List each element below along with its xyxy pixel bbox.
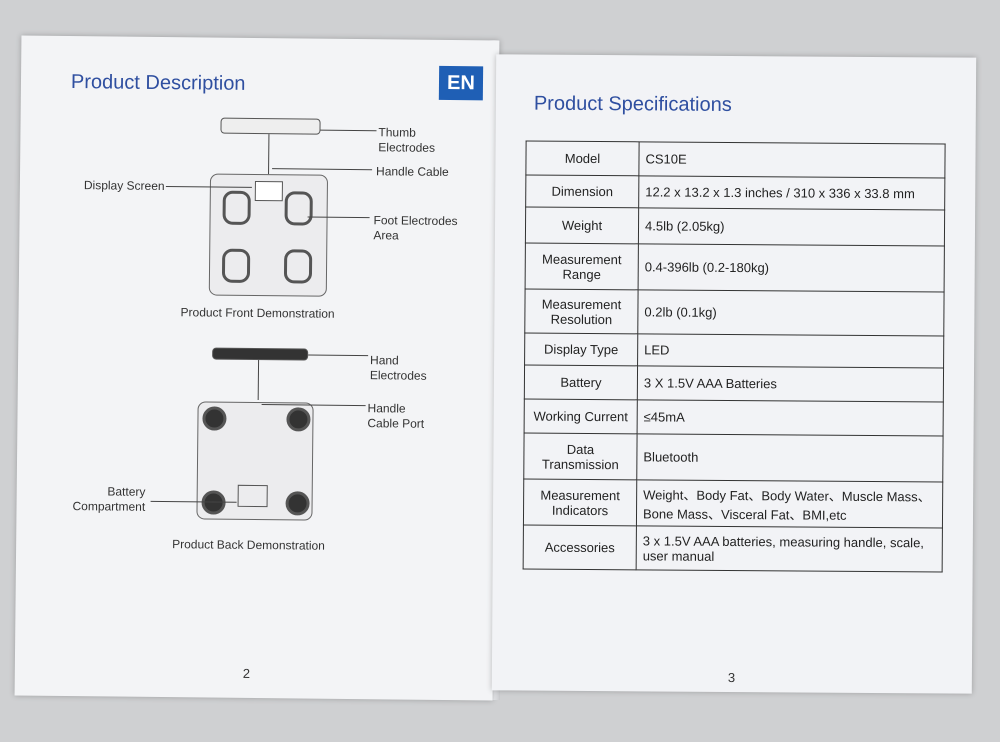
thumb-electrodes-label: Thumb Electrodes <box>378 125 436 155</box>
spec-key: Working Current <box>524 399 638 434</box>
spec-key: Model <box>525 141 640 176</box>
spec-value: 12.2 x 13.2 x 1.3 inches / 310 x 336 x 3… <box>638 175 945 210</box>
language-badge: EN <box>438 65 484 101</box>
back-caption: Product Back Demonstration <box>172 537 325 553</box>
spec-value: CS10E <box>638 141 946 178</box>
spec-key: Dimension <box>525 175 639 208</box>
foot-pad <box>221 248 251 283</box>
foot-electrodes-label: Foot Electrodes Area <box>373 213 458 243</box>
page-number: 2 <box>242 665 251 681</box>
spec-value: Bluetooth <box>636 433 944 482</box>
handle-back-drawing <box>212 347 309 361</box>
front-caption: Product Front Demonstration <box>180 305 335 321</box>
hand-electrodes-label: Hand Electrodes <box>369 353 427 383</box>
spec-key: Measurement Resolution <box>524 289 639 334</box>
spec-key: Battery <box>524 365 638 400</box>
spec-key: Measurement Range <box>525 243 639 290</box>
scale-front-drawing <box>208 173 329 297</box>
spec-key: Measurement Indicators <box>523 479 637 526</box>
spec-value: ≤45mA <box>637 399 944 436</box>
page-title: Product Description <box>70 71 246 95</box>
spec-value: 4.5lb (2.05kg) <box>638 207 945 246</box>
spec-value: 0.4-396lb (0.2-180kg) <box>638 243 945 292</box>
spec-value: 3 x 1.5V AAA batteries, measuring handle… <box>636 525 943 572</box>
foot-support <box>202 406 227 431</box>
spec-key: Display Type <box>524 333 638 366</box>
spec-key: Data Transmission <box>523 433 638 480</box>
foot-pad <box>284 191 313 226</box>
spec-value: 3 X 1.5V AAA Batteries <box>637 365 944 402</box>
scale-back-drawing <box>196 401 314 521</box>
foot-pad <box>283 249 313 284</box>
spec-value: LED <box>637 333 944 368</box>
display-screen-label: Display Screen <box>83 178 165 194</box>
handle-cable-label: Handle Cable <box>375 164 449 179</box>
display-screen-drawing <box>254 180 283 202</box>
spec-value: Weight、Body Fat、Body Water、Muscle Mass、B… <box>636 479 943 528</box>
handle-front-drawing <box>220 117 321 135</box>
handle-cable-port-label: Handle Cable Port <box>367 401 425 431</box>
handle-cable-drawing <box>268 134 270 175</box>
spec-value: 0.2lb (0.1kg) <box>637 289 945 336</box>
spec-row: Working Current≤45mA <box>524 399 944 436</box>
spec-key: Accessories <box>523 525 637 570</box>
foot-pad <box>222 190 251 225</box>
spec-key: Weight <box>525 207 639 244</box>
battery-compartment-label: Battery Compartment <box>72 484 146 514</box>
foot-support <box>285 491 310 516</box>
battery-compartment-drawing <box>237 484 268 508</box>
page-number: 3 <box>727 669 736 686</box>
left-page: Product Description EN Thumb Electrodes … <box>14 35 500 701</box>
page-title: Product Specifications <box>533 92 732 116</box>
foot-support <box>286 407 311 432</box>
